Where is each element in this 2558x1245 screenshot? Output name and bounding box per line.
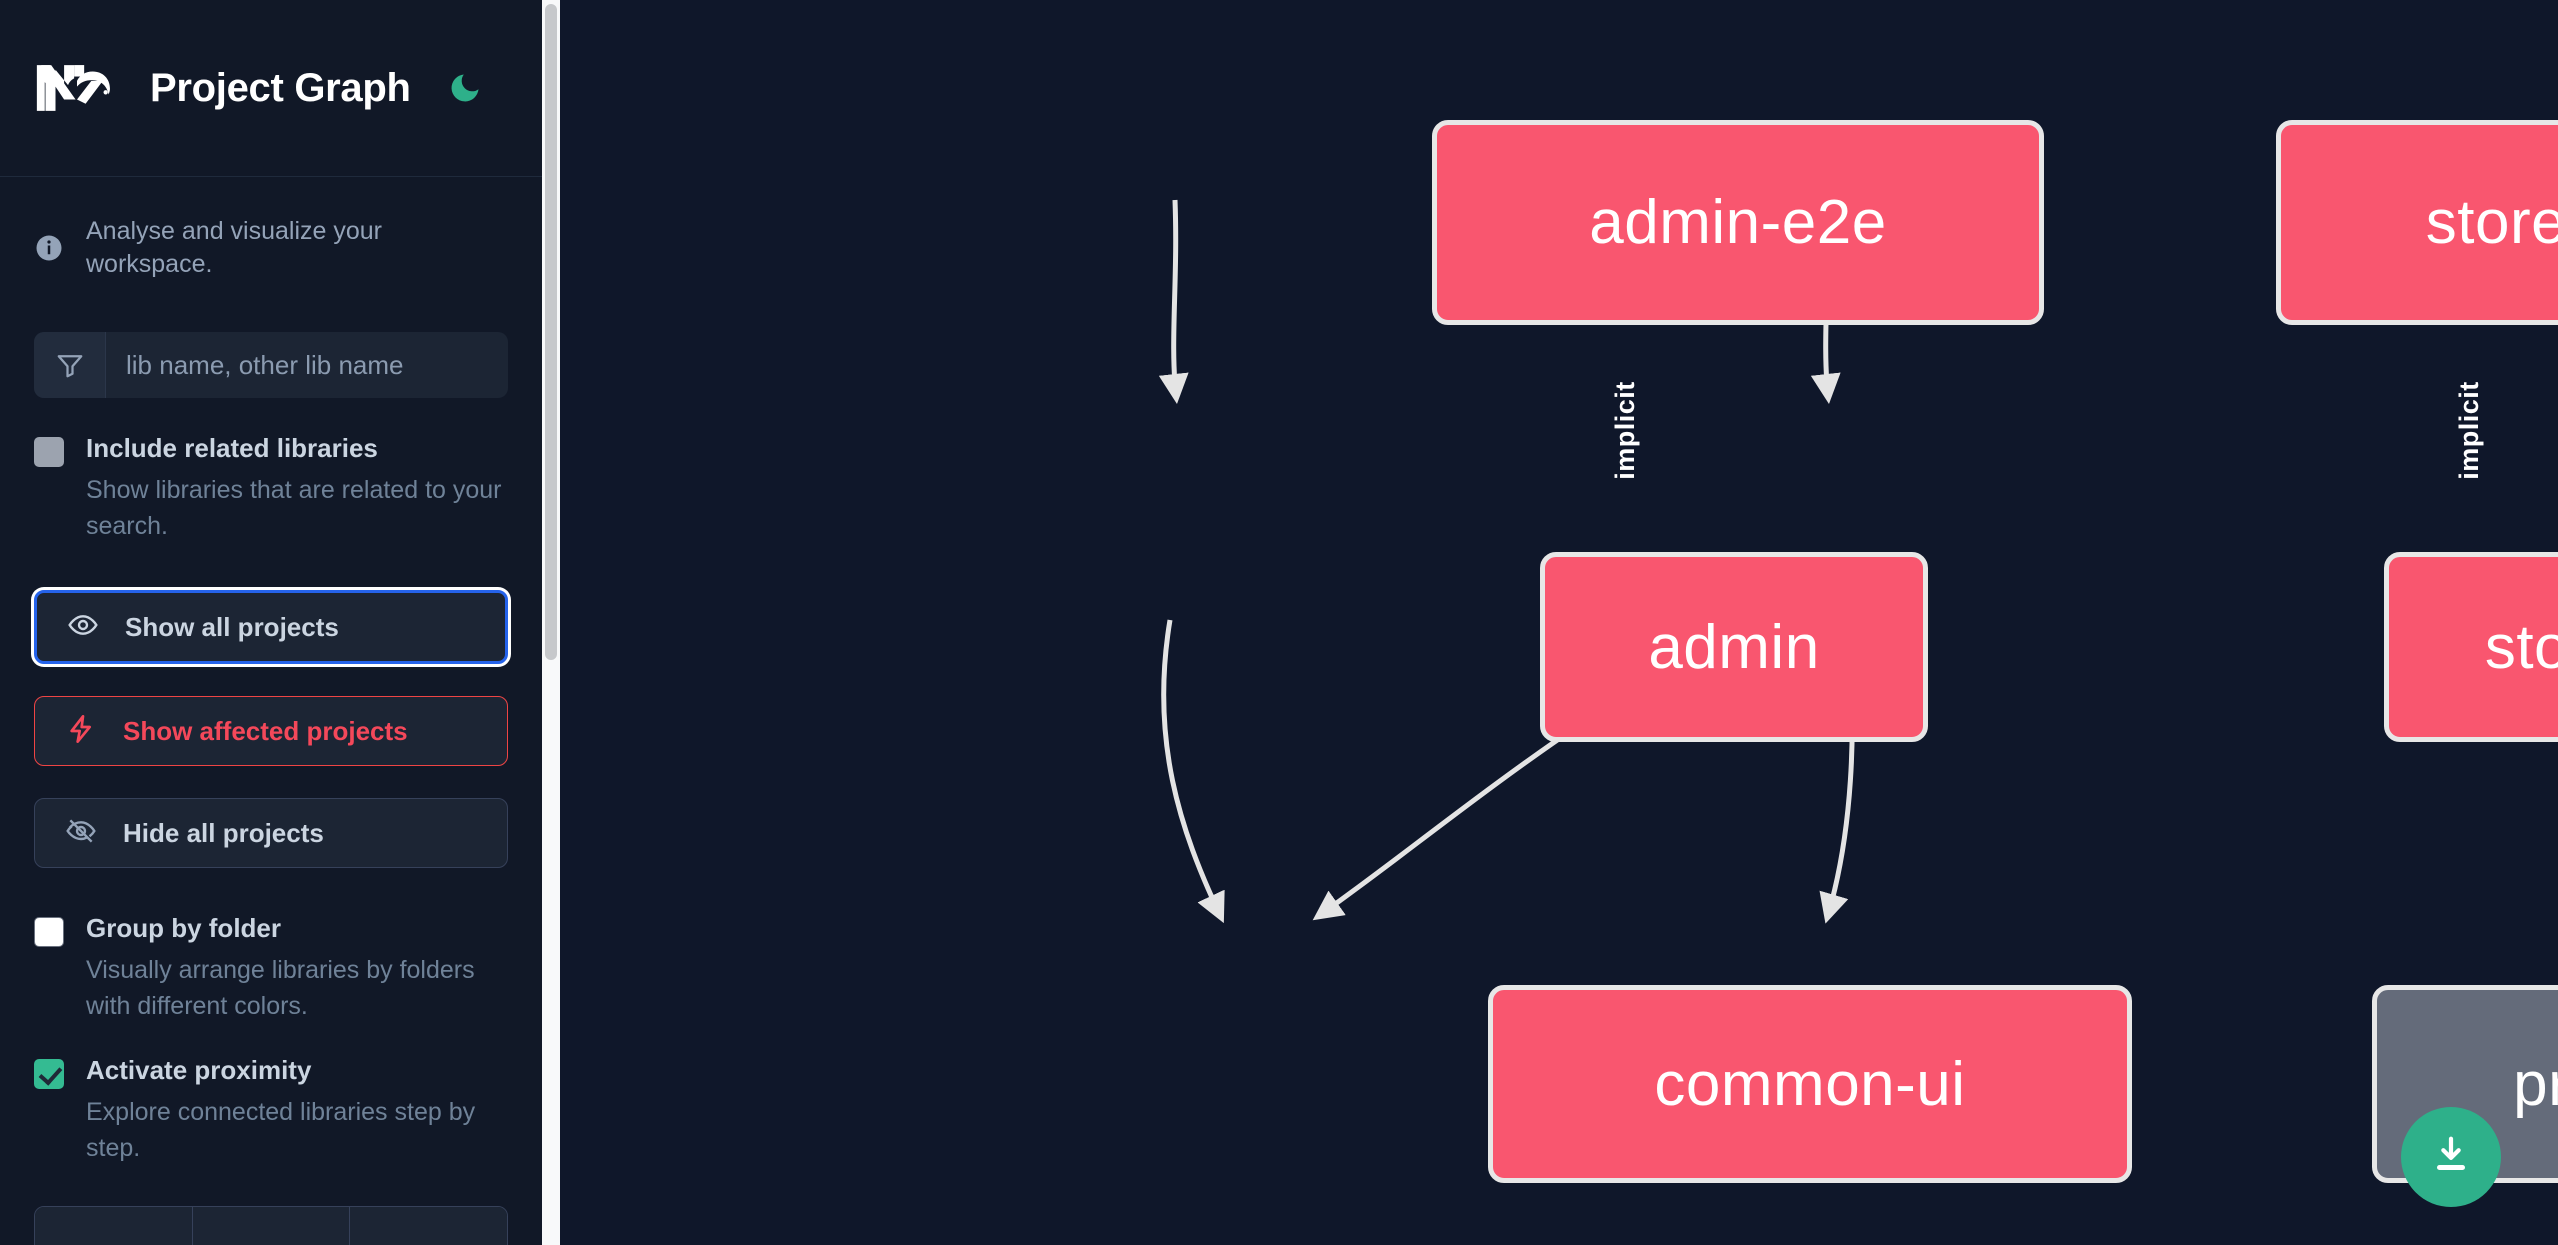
option-description: Visually arrange libraries by folders wi… (86, 955, 475, 1020)
lightning-bolt-icon (65, 713, 97, 750)
eye-slash-icon (65, 815, 97, 852)
proximity-step-decrease[interactable] (35, 1207, 193, 1245)
edge-admin-to-common-ui (1161, 619, 1225, 924)
sidebar: Project Graph Analyse and visualize your… (0, 0, 560, 1245)
tagline-text: Analyse and visualize your workspace. (86, 217, 382, 278)
eye-icon (67, 609, 99, 646)
option-activate-proximity[interactable]: Activate proximity Explore connected lib… (0, 1024, 542, 1166)
node-label: store (2484, 612, 2558, 682)
page-title: Project Graph (150, 65, 411, 110)
option-description: Show libraries that are related to your … (86, 475, 502, 540)
download-graph-button[interactable] (2401, 1107, 2501, 1207)
node-label: admin-e2e (1589, 188, 1887, 257)
filter-funnel-icon (34, 332, 106, 398)
activate-proximity-checkbox[interactable] (34, 1059, 64, 1089)
nx-logo-icon (34, 59, 120, 117)
proximity-step-value[interactable] (192, 1207, 351, 1245)
show-all-projects-label: Show all projects (125, 611, 339, 642)
graph-node-store-e2e[interactable]: store-e2e (2276, 120, 2558, 325)
option-label: Group by folder (86, 913, 281, 943)
node-label: products (2513, 1049, 2558, 1119)
graph-node-common-ui[interactable]: common-ui (1488, 985, 2132, 1183)
node-label: common-ui (1654, 1049, 1966, 1119)
download-icon (2428, 1132, 2474, 1183)
graph-node-admin[interactable]: admin (1540, 552, 1928, 742)
search-row (34, 332, 508, 398)
search-input[interactable] (106, 332, 508, 398)
node-label: admin (1648, 612, 1820, 682)
option-description: Explore connected libraries step by step… (86, 1097, 476, 1162)
group-by-folder-checkbox[interactable] (34, 917, 64, 947)
option-group-by-folder[interactable]: Group by folder Visually arrange librari… (0, 868, 542, 1024)
spacer (0, 544, 542, 590)
include-related-libraries-checkbox[interactable] (34, 437, 64, 467)
graph-node-admin-e2e[interactable]: admin-e2e (1432, 120, 2044, 325)
sidebar-scrollbar[interactable] (542, 0, 560, 1245)
hide-all-projects-label: Hide all projects (123, 817, 324, 848)
show-affected-projects-button[interactable]: Show affected projects (34, 696, 508, 766)
option-label: Activate proximity (86, 1055, 312, 1085)
edge-label-store-implicit: implicit (2453, 381, 2484, 480)
spacer (0, 766, 542, 798)
node-label: store-e2e (2425, 188, 2558, 257)
edge-admin-e2e-to-admin (1158, 199, 1189, 404)
sidebar-scrollbar-thumb[interactable] (545, 4, 557, 660)
edge-label-admin-implicit: implicit (1609, 381, 1640, 480)
option-include-related-libraries[interactable]: Include related libraries Show libraries… (0, 398, 542, 544)
moon-icon[interactable] (443, 66, 487, 110)
spacer (0, 664, 542, 696)
info-circle-icon (34, 233, 64, 263)
hide-all-projects-button[interactable]: Hide all projects (34, 798, 508, 868)
graph-canvas[interactable]: admin-e2e store-e2e admin store common-u… (560, 0, 2558, 1245)
proximity-stepper-group[interactable] (34, 1206, 508, 1245)
show-all-projects-button[interactable]: Show all projects (34, 590, 508, 664)
sidebar-header: Project Graph (0, 0, 542, 177)
graph-node-store[interactable]: store (2384, 552, 2558, 742)
tagline: Analyse and visualize your workspace. (0, 177, 542, 280)
show-affected-projects-label: Show affected projects (123, 715, 408, 746)
option-label: Include related libraries (86, 433, 378, 463)
proximity-step-increase[interactable] (350, 1207, 507, 1245)
